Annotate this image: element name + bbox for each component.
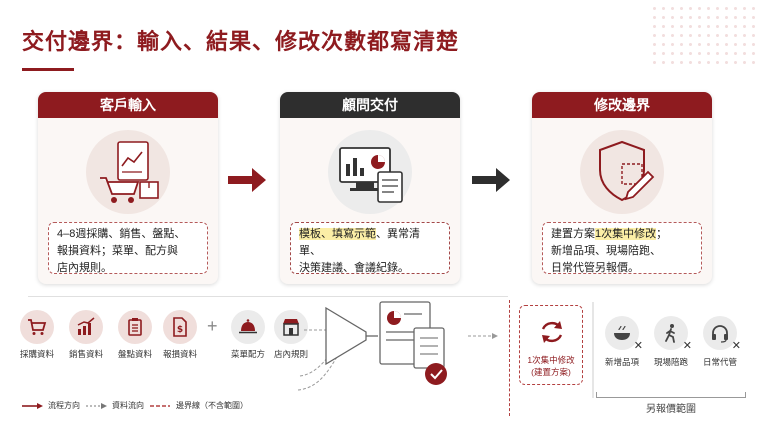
source-label: 採購資料 <box>19 349 54 359</box>
flow-arrow-icon <box>228 168 266 192</box>
source-label: 菜單配方 <box>230 349 265 359</box>
card-text-post: ； <box>656 228 668 240</box>
extra-item: ✕ 新增品項 <box>596 316 648 368</box>
extras-range-label: 另報價範圍 <box>646 404 696 415</box>
cart-document-icon <box>86 130 170 214</box>
source-label: 盤點資料 <box>117 349 152 359</box>
check-icon <box>425 363 447 385</box>
funnel-icon <box>325 306 367 366</box>
source-label: 銷售資料 <box>68 349 103 359</box>
decorative-dots <box>650 4 760 64</box>
divider <box>28 296 508 297</box>
card-text-box: 建置方案1次集中修改； 新增品項、現場陪跑、 日常代管另報價。 <box>542 222 702 274</box>
page-title: 交付邊界：輸入、結果、修改次數都寫清楚 <box>22 29 460 54</box>
highlight-text: 1次集中修改 <box>595 228 657 240</box>
boundary-dash-icon <box>150 404 170 407</box>
legend-label: 資料流向 <box>112 401 144 410</box>
card-header: 顧問交付 <box>280 92 460 118</box>
card-text-line: 4–8週採購、銷售、盤點、 <box>57 228 186 240</box>
legend-label: 流程方向 <box>48 401 80 410</box>
card-text-line: 模板、填寫示範、異常清單、 <box>299 226 441 260</box>
card-header: 客戶輸入 <box>38 92 218 118</box>
source-label: 店內規則 <box>273 349 308 359</box>
title-underline <box>22 68 74 71</box>
source-item: $ 報損資料 <box>155 310 205 360</box>
source-item: 採購資料 <box>12 310 62 360</box>
svg-text:$: $ <box>177 325 183 335</box>
legend-item: 邊界線（不含範圍） <box>150 400 248 411</box>
card-revision-boundary: 修改邊界 建置方案1次集中修改； 新增品項、現場陪跑、 日常代管另報價。 <box>532 92 712 284</box>
cart-icon <box>20 310 54 344</box>
walking-person-icon: ✕ <box>654 316 692 352</box>
extra-label: 新增品項 <box>604 357 639 367</box>
extra-item: ✕ 現場陪跑 <box>645 316 697 368</box>
legend-item: 流程方向 <box>22 400 80 411</box>
card-text-rest: 、異常清單、 <box>299 228 420 257</box>
exclude-mark: ✕ <box>731 340 741 352</box>
shield-edit-icon <box>580 130 664 214</box>
card-text-line: 報損資料；菜單、配方與 <box>57 245 178 257</box>
exclude-mark: ✕ <box>633 340 643 352</box>
card-client-input: 客戶輸入 4–8週採購、銷售、盤點、 報損資料；菜單、配方與 店內規則。 <box>38 92 218 284</box>
solid-arrow-icon <box>22 402 43 409</box>
cloche-icon <box>231 310 265 344</box>
exclude-mark: ✕ <box>682 340 692 352</box>
card-header: 修改邊界 <box>532 92 712 118</box>
legend-item: 資料流向 <box>86 400 144 411</box>
revision-sublabel: (建置方案) <box>531 367 571 377</box>
source-item: 盤點資料 <box>110 310 160 360</box>
highlight-text: 模板、填寫示範 <box>299 228 376 240</box>
store-icon <box>274 310 308 344</box>
revision-box: 1次集中修改 (建置方案) <box>519 305 583 385</box>
card-consultant-delivery: 顧問交付 模板、填寫示範、異常清單、 決策建議、會議紀錄。 <box>280 92 460 284</box>
extra-label: 日常代管 <box>702 357 737 367</box>
card-text-box: 4–8週採購、銷售、盤點、 報損資料；菜單、配方與 店內規則。 <box>48 222 208 274</box>
dollar-document-icon: $ <box>163 310 197 344</box>
dashed-arrow-icon <box>86 402 107 409</box>
card-text-line: 建置方案1次集中修改； <box>551 226 693 243</box>
extras-divider <box>592 302 594 398</box>
card-text-pre: 建置方案 <box>551 228 595 240</box>
revision-label: 1次集中修改 <box>527 355 575 365</box>
boundary-line <box>509 300 510 416</box>
source-item: 菜單配方 <box>223 310 273 360</box>
monitor-report-icon <box>328 130 412 214</box>
card-text-line: 日常代管另報價。 <box>551 262 639 274</box>
card-text-line: 店內規則。 <box>57 262 112 274</box>
refresh-icon <box>541 321 563 343</box>
clipboard-icon <box>118 310 152 344</box>
card-text-line: 決策建議、會議紀錄。 <box>299 262 409 274</box>
bar-chart-icon <box>69 310 103 344</box>
bowl-icon: ✕ <box>605 316 643 352</box>
source-item: 店內規則 <box>266 310 316 360</box>
source-label: 報損資料 <box>162 349 197 359</box>
card-text-line: 新增品項、現場陪跑、 <box>551 245 661 257</box>
headset-icon: ✕ <box>703 316 741 352</box>
extra-label: 現場陪跑 <box>653 357 688 367</box>
data-flow-diagram <box>297 301 498 391</box>
plus-sign: + <box>207 316 218 336</box>
card-text-box: 模板、填寫示範、異常清單、 決策建議、會議紀錄。 <box>290 222 450 274</box>
legend-label: 邊界線（不含範圍） <box>176 401 248 410</box>
source-item: 銷售資料 <box>61 310 111 360</box>
extras-bracket <box>596 392 746 398</box>
extra-item: ✕ 日常代管 <box>694 316 746 368</box>
flow-arrow-icon <box>472 168 510 192</box>
